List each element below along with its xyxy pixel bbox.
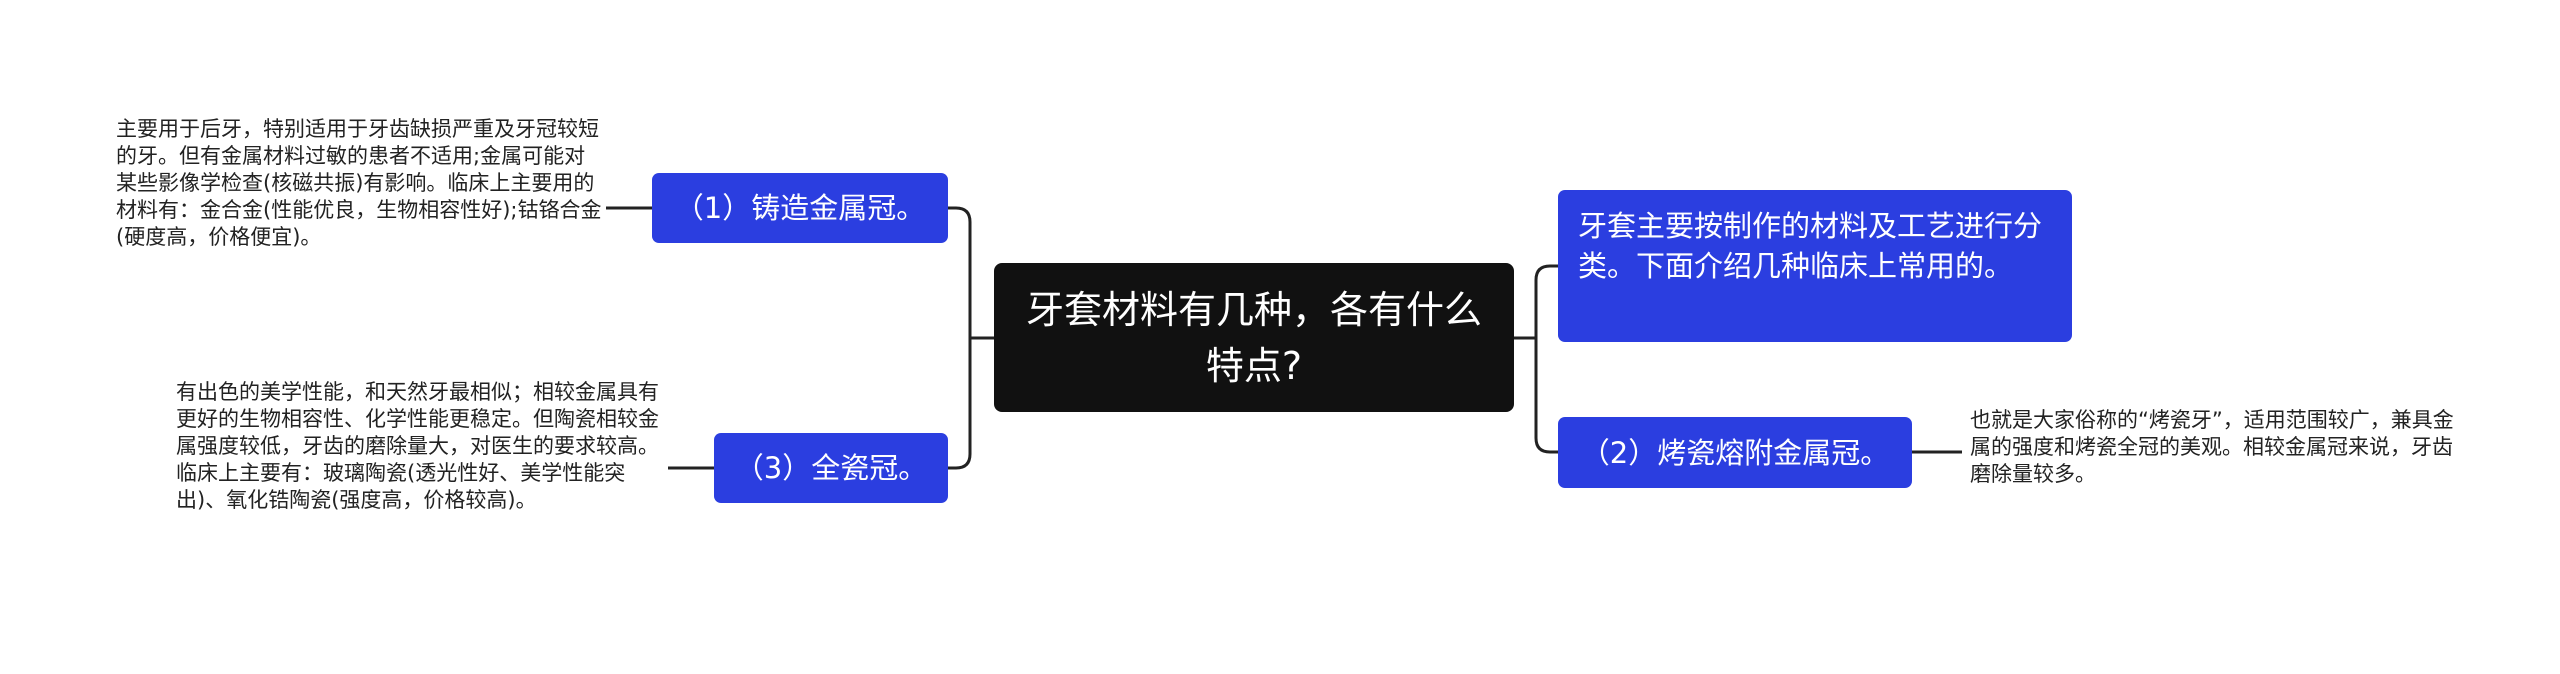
- cast-metal-crown-detail: 主要用于后牙，特别适用于牙齿缺损严重及牙冠较短的牙。但有金属材料过敏的患者不适用…: [116, 117, 602, 249]
- connector-to-cast-metal: [948, 206, 972, 338]
- branch-all-ceramic-crown[interactable]: （3）全瓷冠。: [714, 433, 948, 503]
- branch-cast-metal-crown[interactable]: （1）铸造金属冠。: [652, 173, 948, 243]
- branch-all-ceramic-crown-label: （3）全瓷冠。: [734, 451, 928, 485]
- central-topic-label: 牙套材料有几种，各有什么特点?: [1025, 287, 1482, 388]
- connector-to-all-ceramic: [948, 338, 972, 470]
- branch-intro[interactable]: 牙套主要按制作的材料及工艺进行分类。下面介绍几种临床上常用的。: [1558, 190, 2072, 342]
- central-topic[interactable]: 牙套材料有几种，各有什么特点?: [994, 263, 1514, 412]
- branch-intro-label: 牙套主要按制作的材料及工艺进行分类。下面介绍几种临床上常用的。: [1578, 209, 2043, 283]
- porcelain-fused-metal-crown-detail: 也就是大家俗称的“烤瓷牙”，适用范围较广，兼具金属的强度和烤瓷全冠的美观。相较金…: [1970, 408, 2454, 486]
- branch-porcelain-fused-metal-crown-label: （2）烤瓷熔附金属冠。: [1580, 435, 1890, 470]
- branch-cast-metal-crown-label: （1）铸造金属冠。: [674, 191, 926, 225]
- connector-to-intro: [1534, 264, 1558, 338]
- all-ceramic-crown-detail: 有出色的美学性能，和天然牙最相似；相较金属具有更好的生物相容性、化学性能更稳定。…: [176, 380, 659, 512]
- connector-to-pfm: [1534, 338, 1558, 454]
- branch-porcelain-fused-metal-crown[interactable]: （2）烤瓷熔附金属冠。: [1558, 417, 1912, 488]
